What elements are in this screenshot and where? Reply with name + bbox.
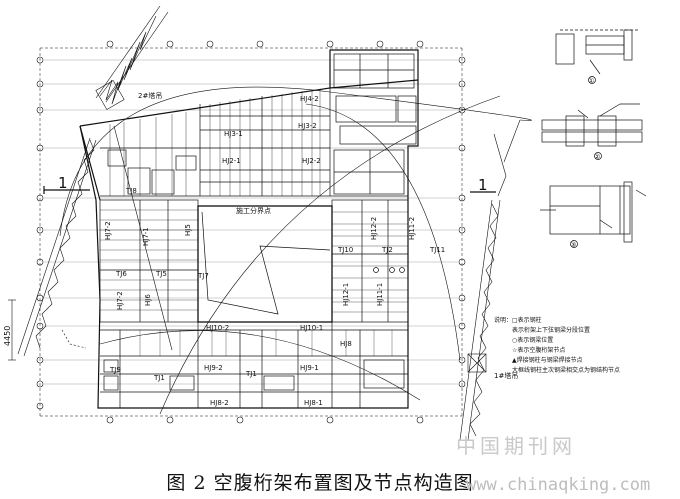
legend-title: 说明： <box>494 316 512 324</box>
label-hj2-2: HJ2-2 <box>302 157 321 165</box>
label-hj9-1: HJ9-1 <box>300 364 319 372</box>
label-hj7-1: HJ7-1 <box>142 227 150 246</box>
watermark-logo-text: 中国期刊网 <box>456 434 576 458</box>
grid-frame <box>39 47 463 417</box>
left-wing-framing <box>99 199 199 323</box>
label-hj10-1: HJ10-1 <box>300 324 323 332</box>
upper-floor-framing <box>100 53 417 197</box>
detail-1 <box>555 29 640 84</box>
label-hj7-2: HJ7-2 <box>104 221 112 240</box>
legend-item-2: 表示桁架上下弦钢梁分段位置 <box>512 326 590 334</box>
label-hj7-2b: HJ7-2 <box>116 291 124 310</box>
atrium-void <box>197 205 333 323</box>
legend-item-5: ▲焊接钢柱与钢梁焊接节点 <box>512 356 583 364</box>
figure-caption: 图 2 空腹桁架布置图及节点构造图 <box>166 472 474 494</box>
label-tj2: TJ2 <box>381 246 393 254</box>
label-hj4-2: HJ4-2 <box>300 95 319 103</box>
building-outline <box>79 49 419 409</box>
label-hj2-1: HJ2-1 <box>222 157 241 165</box>
tower-crane-2 <box>95 5 169 110</box>
label-hj5: HJ5 <box>184 224 192 236</box>
detail-1-number: ① <box>588 77 594 85</box>
label-hj8-1: HJ8-1 <box>304 399 323 407</box>
dimension-left <box>8 299 16 361</box>
legend-item-4: ☆表示空腹桁架节点 <box>512 346 565 354</box>
right-wing-framing <box>331 199 409 323</box>
label-hj8: HJ8 <box>340 340 352 348</box>
label-tj7: TJ7 <box>197 272 209 280</box>
section-mark-right: 1 <box>478 176 488 194</box>
label-tj10: TJ10 <box>337 246 353 254</box>
label-hj11-2: HJ11-2 <box>408 217 416 240</box>
label-hj12-1: HJ12-1 <box>342 283 350 306</box>
legend-item-1: □表示钢柱 <box>512 316 542 324</box>
label-tj6: TJ6 <box>115 270 127 278</box>
crane-1-label: 1#塔吊 <box>494 371 518 380</box>
watermark-url: www.chinaqking.com <box>466 475 651 495</box>
tower-crane-2-boom <box>17 137 97 357</box>
label-hj9-2: HJ9-2 <box>204 364 223 372</box>
section-cut-left <box>43 186 90 194</box>
detail-2-number: ② <box>594 153 600 161</box>
label-tj9: TJ9 <box>109 366 121 374</box>
dimension-left-value: 4450 <box>3 326 12 346</box>
label-hj3-2: HJ3-2 <box>298 122 317 130</box>
label-tj1-left: TJ1 <box>153 374 165 382</box>
label-hj8-2: HJ8-2 <box>210 399 229 407</box>
label-hj11-1: HJ11-1 <box>376 283 384 306</box>
label-hj10-2: HJ10-2 <box>206 324 229 332</box>
label-tj5: TJ5 <box>155 270 167 278</box>
detail-2 <box>541 103 643 160</box>
crane-radius-arcs <box>59 86 532 415</box>
legend-item-3: ○表示钢梁位置 <box>512 336 553 344</box>
label-tj1: TJ1 <box>245 370 257 378</box>
legend: 说明： □表示钢柱 表示桁架上下弦钢梁分段位置 ○表示钢梁位置 ☆表示空腹桁架节… <box>494 316 620 374</box>
member-labels: HJ4-2 HJ3-1 HJ3-2 HJ2-1 HJ2-2 TJ8 HJ7-1 … <box>104 95 445 407</box>
crane-2-label: 2#塔吊 <box>138 91 162 100</box>
label-hj6: HJ6 <box>144 294 152 306</box>
label-tj8: TJ8 <box>125 187 137 195</box>
section-mark-left: 1 <box>58 174 68 192</box>
label-hj12-2: HJ12-2 <box>370 217 378 240</box>
detail-3-number: ③ <box>570 241 576 249</box>
legend-item-6: 大框线钢柱主次钢梁相交点为钢结构节点 <box>512 366 620 374</box>
label-tj11: TJ11 <box>429 246 445 254</box>
detail-3 <box>540 181 647 248</box>
lower-floor-framing <box>100 322 408 408</box>
tower-crane-1 <box>459 119 521 441</box>
center-label: 施工分界点 <box>236 206 271 215</box>
label-hj3-1: HJ3-1 <box>224 130 243 138</box>
axis-bubbles <box>36 40 466 424</box>
